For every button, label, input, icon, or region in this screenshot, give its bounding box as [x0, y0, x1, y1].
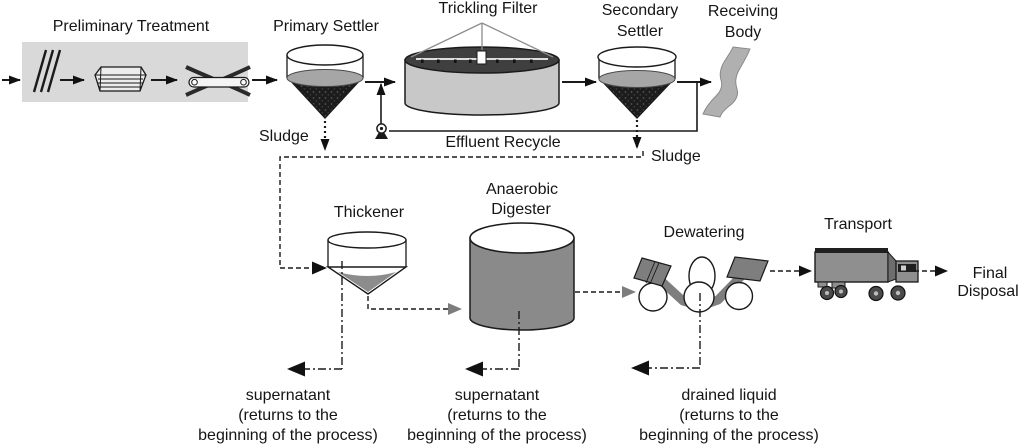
primary-settler-rim — [286, 44, 364, 66]
thickener-supernatant-note: supernatant (returns to the beginning of… — [198, 387, 378, 444]
receiving-body-label-line1: Receiving — [708, 3, 778, 20]
thickener-inlet-arrowhead — [312, 261, 327, 275]
comminutor-icon — [185, 65, 251, 97]
bar-screen-icon — [32, 49, 62, 93]
thickener-rim — [327, 231, 407, 249]
thickener-outlet-path — [367, 296, 448, 310]
truck-icon — [814, 248, 919, 302]
note-line: supernatant — [246, 387, 331, 404]
effluent-recycle-line — [389, 82, 698, 132]
secondary-settler-label-line2: Settler — [617, 23, 664, 40]
receiving-body-label-line2: Body — [725, 24, 761, 41]
to-disposal-arrowhead — [935, 265, 948, 277]
digester-top — [469, 222, 575, 254]
dewatering-inlet-arrowhead — [622, 286, 636, 298]
truck-trailer-top — [815, 248, 888, 253]
belt-press-roller-center — [683, 281, 715, 313]
sludge-collection-line — [279, 151, 644, 275]
belt-press-left-plate — [633, 257, 672, 287]
note-line: beginning of the process) — [198, 427, 378, 444]
digester-supernatant-arrowhead — [465, 361, 483, 377]
belt-press-right-plate — [726, 256, 769, 282]
primary-settler-unit: Primary Settler Sludge — [259, 18, 380, 151]
thickener-supernatant-path — [305, 261, 343, 370]
secondary-settler-liquid — [598, 70, 676, 88]
truck-trailer-front-face — [887, 250, 897, 283]
thickener-unit: Thickener — [287, 204, 462, 377]
digester-inlet-arrowhead — [448, 303, 462, 315]
drained-liquid-path — [649, 293, 701, 369]
belt-press-roller-left — [638, 282, 668, 312]
primary-settler-walls — [286, 55, 364, 78]
belt-press-plate-ridges — [645, 261, 660, 285]
receiving-body-unit: Receiving Body — [677, 3, 778, 118]
dewatering-unit: Dewatering — [631, 224, 769, 376]
effluent-recycle-loop: Effluent Recycle — [375, 82, 698, 151]
trickling-filter-body — [404, 59, 560, 116]
secondary-settler-unit: Secondary Settler Sludge — [597, 2, 701, 165]
secondary-settler-label-line1: Secondary — [602, 2, 679, 19]
sludge-collection-path — [279, 151, 644, 269]
anaerobic-digester-unit: Anaerobic Digester — [465, 181, 636, 377]
drained-liquid-note: drained liquid (returns to the beginning… — [639, 387, 819, 444]
primary-settler-liquid — [286, 69, 364, 87]
digester-body — [469, 237, 575, 331]
note-line: beginning of the process) — [639, 427, 819, 444]
final-disposal-label-line1: Final — [973, 265, 1008, 282]
final-disposal-label-line2: Disposal — [957, 283, 1018, 300]
trickling-filter-unit: Trickling Filter — [404, 0, 560, 116]
secondary-settler-walls — [598, 57, 676, 79]
digester-label-line2: Digester — [491, 201, 551, 218]
digester-supernatant-note: supernatant (returns to the beginning of… — [407, 387, 587, 444]
note-line: beginning of the process) — [407, 427, 587, 444]
note-line: (returns to the — [447, 407, 547, 424]
note-line: (returns to the — [679, 407, 779, 424]
river-icon — [702, 46, 751, 118]
thickener-label: Thickener — [334, 204, 405, 221]
note-line: drained liquid — [681, 387, 776, 404]
digester-label-line1: Anaerobic — [486, 181, 558, 198]
thickener-walls — [327, 240, 407, 267]
to-transport-arrowhead — [799, 265, 812, 277]
primary-settler-label: Primary Settler — [273, 18, 379, 35]
note-line: supernatant — [455, 387, 540, 404]
truck-windshield — [898, 264, 916, 272]
thickener-sludge — [338, 272, 396, 292]
note-line: (returns to the — [238, 407, 338, 424]
primary-sludge-label: Sludge — [259, 128, 309, 145]
effluent-recycle-label: Effluent Recycle — [445, 134, 560, 151]
distributor-nozzles — [421, 59, 533, 63]
transport-label: Transport — [824, 216, 892, 233]
preliminary-treatment-unit: Preliminary Treatment — [2, 18, 251, 102]
dewatering-label: Dewatering — [664, 224, 745, 241]
truck-wheels — [819, 284, 906, 302]
distributor-motor-icon — [476, 50, 487, 65]
preliminary-treatment-label: Preliminary Treatment — [53, 18, 210, 35]
trickling-filter-label: Trickling Filter — [439, 0, 539, 17]
digester-supernatant-path — [483, 311, 520, 370]
pump-icon — [375, 123, 388, 139]
secondary-settler-rim — [597, 46, 677, 68]
belt-press-roller-right — [724, 281, 754, 311]
truck-step-1 — [817, 281, 828, 288]
drained-liquid-arrowhead — [631, 360, 649, 376]
distributor-support-icon — [410, 22, 554, 58]
thickener-supernatant-arrowhead — [287, 361, 305, 377]
truck-window-glint — [901, 265, 906, 271]
secondary-sludge-label: Sludge — [651, 148, 701, 165]
grit-chamber-icon — [94, 66, 147, 92]
transport-unit: Transport Final Disposal — [770, 216, 1019, 302]
truck-trailer — [814, 251, 889, 283]
